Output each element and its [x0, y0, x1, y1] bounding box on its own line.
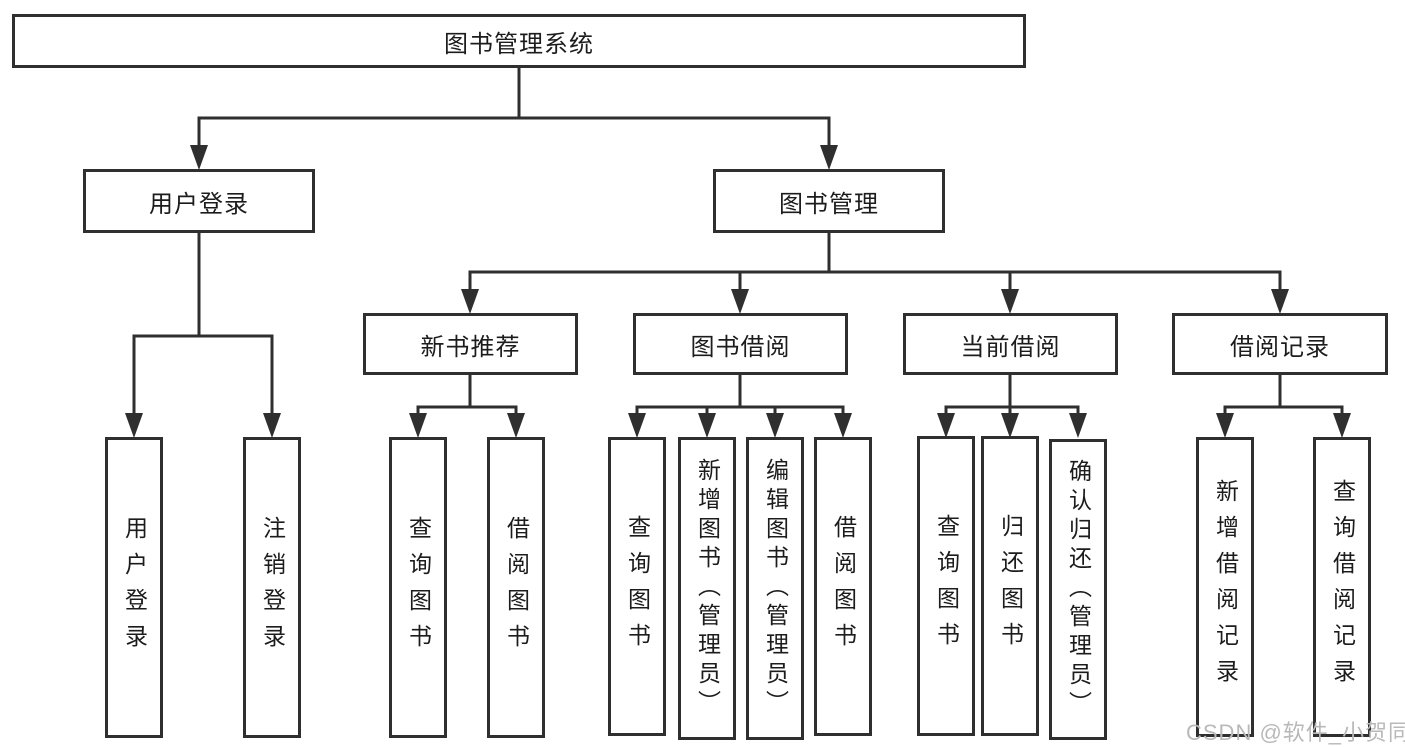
leaf-br-add-record: 新增借阅记录 [1196, 437, 1254, 737]
arrowhead [1001, 413, 1019, 438]
leaf-bb-query-book-label: 查询图书 [624, 514, 651, 659]
leaf-bb-query-book: 查询图书 [608, 437, 666, 736]
node-new-book-recommend: 新书推荐 [363, 313, 578, 375]
leaf-bb-borrow-book: 借阅图书 [814, 437, 872, 736]
arrowhead [1271, 289, 1289, 314]
leaf-cb-confirm-return-admin: 确认归还（管理员） [1049, 439, 1107, 740]
leaf-nbr-borrow-book: 借阅图书 [487, 437, 545, 738]
arrowhead [698, 413, 716, 438]
arrowhead [1069, 413, 1087, 438]
arrowhead [834, 413, 852, 438]
arrowhead [731, 289, 749, 314]
leaf-nbr-borrow-book-label: 借阅图书 [503, 515, 530, 660]
leaf-cb-confirm-return-admin-label: 确认归还（管理员） [1065, 459, 1092, 720]
arrowhead [461, 289, 479, 314]
node-new-book-recommend-label: 新书推荐 [420, 333, 521, 361]
leaf-br-add-record-label: 新增借阅记录 [1212, 479, 1239, 695]
node-current-borrow: 当前借阅 [903, 313, 1118, 375]
node-root-label: 图书管理系统 [444, 30, 594, 58]
node-borrow-records: 借阅记录 [1172, 313, 1388, 375]
connector-bookmgmt-to-level3 [468, 233, 1282, 294]
leaf-cb-query-book: 查询图书 [917, 436, 975, 736]
leaf-user-login: 用户登录 [105, 437, 163, 738]
node-book-management-label: 图书管理 [779, 190, 879, 218]
leaf-cb-return-book: 归还图书 [981, 436, 1039, 736]
leaf-nbr-query-book: 查询图书 [389, 437, 447, 738]
connector-root-to-level2 [197, 68, 831, 150]
leaf-br-query-record: 查询借阅记录 [1313, 437, 1371, 737]
node-borrow-records-label: 借阅记录 [1230, 333, 1330, 361]
leaf-cb-return-book-label: 归还图书 [997, 514, 1024, 658]
node-user-login-label: 用户登录 [149, 190, 249, 218]
leaf-bb-edit-book-admin-label: 编辑图书（管理员） [762, 458, 789, 719]
node-root: 图书管理系统 [12, 14, 1026, 68]
leaf-user-login-label: 用户登录 [121, 515, 148, 660]
arrowhead [937, 413, 955, 438]
connector-newbook-to-leaves [416, 375, 518, 417]
node-current-borrow-label: 当前借阅 [960, 333, 1061, 361]
leaf-nbr-query-book-label: 查询图书 [405, 515, 432, 660]
leaf-bb-edit-book-admin: 编辑图书（管理员） [746, 437, 804, 740]
leaf-logout-label: 注销登录 [259, 515, 286, 660]
leaf-logout: 注销登录 [243, 437, 301, 738]
leaf-cb-query-book-label: 查询图书 [933, 514, 960, 658]
arrowhead [1001, 289, 1019, 314]
arrowhead [190, 145, 208, 170]
node-book-borrow: 图书借阅 [633, 313, 848, 375]
arrowhead [820, 145, 838, 170]
arrowhead [766, 413, 784, 438]
connector-currentborrow-to-leaves [944, 375, 1080, 417]
node-user-login: 用户登录 [83, 169, 315, 233]
connector-bookborrow-to-leaves [635, 375, 845, 417]
arrowhead [125, 413, 143, 438]
arrowhead [263, 413, 281, 438]
leaf-bb-add-book-admin-label: 新增图书（管理员） [694, 458, 721, 719]
leaf-bb-add-book-admin: 新增图书（管理员） [678, 437, 736, 740]
csdn-watermark: CSDN @软件_小贺同学 [1186, 720, 1405, 745]
leaf-br-query-record-label: 查询借阅记录 [1329, 479, 1356, 695]
arrowhead [1216, 413, 1234, 438]
arrowhead [628, 413, 646, 438]
arrowhead [507, 413, 525, 438]
leaf-bb-borrow-book-label: 借阅图书 [830, 514, 857, 659]
arrowhead [409, 413, 427, 438]
node-book-borrow-label: 图书借阅 [690, 333, 791, 361]
arrowheads [125, 145, 1351, 438]
node-book-management: 图书管理 [713, 169, 945, 233]
connector-records-to-leaves [1223, 375, 1344, 417]
arrowhead [1333, 413, 1351, 438]
connector-userlogin-to-leaves [132, 233, 274, 417]
